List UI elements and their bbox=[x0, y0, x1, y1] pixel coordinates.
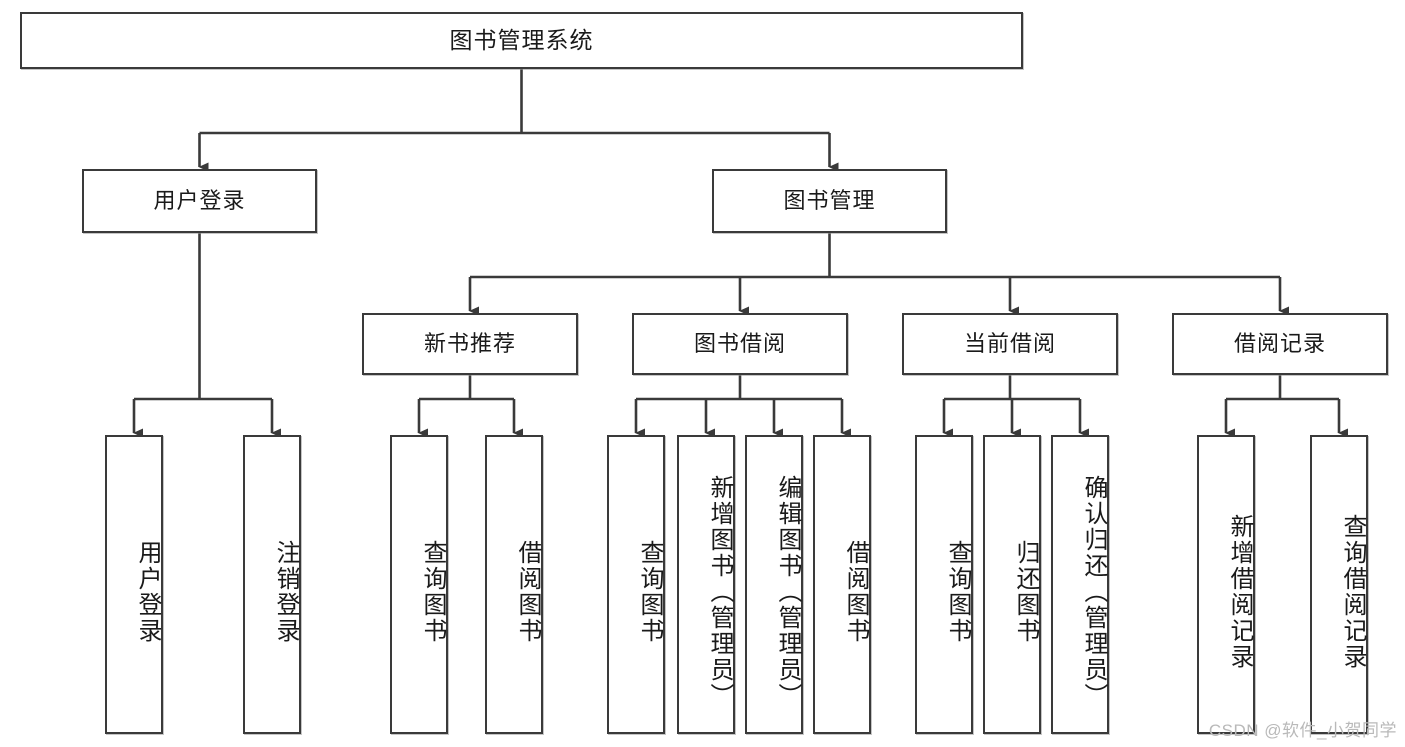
node-leaf-query-book-borrow[interactable]: 查询图书 bbox=[607, 435, 665, 734]
node-book-management[interactable]: 图书管理 bbox=[712, 169, 947, 233]
node-label-leaf-borrow-book: 借阅图书 bbox=[842, 539, 869, 644]
node-label-new-book-recommend: 新书推荐 bbox=[423, 331, 516, 357]
node-new-book-recommend[interactable]: 新书推荐 bbox=[362, 313, 578, 375]
node-leaf-add-book[interactable]: 新增图书（管理员） bbox=[677, 435, 735, 734]
node-label-leaf-query-book-borrow: 查询图书 bbox=[636, 539, 663, 644]
node-label-borrow-record: 借阅记录 bbox=[1233, 331, 1326, 357]
node-label-root: 图书管理系统 bbox=[449, 26, 594, 53]
node-leaf-query-book-current[interactable]: 查询图书 bbox=[915, 435, 973, 734]
node-label-leaf-query-book-recommend: 查询图书 bbox=[419, 539, 446, 644]
node-leaf-borrow-book[interactable]: 借阅图书 bbox=[813, 435, 871, 734]
node-leaf-return-book[interactable]: 归还图书 bbox=[983, 435, 1041, 734]
node-label-leaf-query-book-current: 查询图书 bbox=[944, 539, 971, 644]
node-leaf-query-borrow-record[interactable]: 查询借阅记录 bbox=[1310, 435, 1368, 734]
node-borrow-record[interactable]: 借阅记录 bbox=[1172, 313, 1388, 375]
node-leaf-query-book-recommend[interactable]: 查询图书 bbox=[390, 435, 448, 734]
node-leaf-logout[interactable]: 注销登录 bbox=[243, 435, 301, 734]
node-label-book-management: 图书管理 bbox=[783, 188, 876, 214]
node-label-leaf-add-borrow-record: 新增借阅记录 bbox=[1226, 513, 1253, 670]
node-label-leaf-query-borrow-record: 查询借阅记录 bbox=[1339, 513, 1366, 670]
node-root[interactable]: 图书管理系统 bbox=[20, 12, 1023, 69]
node-label-leaf-edit-book: 编辑图书（管理员） bbox=[774, 474, 801, 709]
node-book-borrow[interactable]: 图书借阅 bbox=[632, 313, 848, 375]
node-leaf-user-login[interactable]: 用户登录 bbox=[105, 435, 163, 734]
node-label-user-login: 用户登录 bbox=[153, 188, 246, 214]
node-leaf-confirm-return[interactable]: 确认归还（管理员） bbox=[1051, 435, 1109, 734]
node-label-leaf-borrow-book-recommend: 借阅图书 bbox=[514, 539, 541, 644]
node-current-borrow[interactable]: 当前借阅 bbox=[902, 313, 1118, 375]
node-label-leaf-confirm-return: 确认归还（管理员） bbox=[1080, 474, 1107, 709]
node-label-leaf-add-book: 新增图书（管理员） bbox=[706, 474, 733, 709]
node-label-book-borrow: 图书借阅 bbox=[693, 331, 786, 357]
watermark: CSDN @软件_小贺同学 bbox=[1208, 721, 1397, 740]
node-label-leaf-logout: 注销登录 bbox=[272, 539, 299, 644]
node-leaf-edit-book[interactable]: 编辑图书（管理员） bbox=[745, 435, 803, 734]
node-label-leaf-user-login: 用户登录 bbox=[134, 539, 161, 644]
node-leaf-borrow-book-recommend[interactable]: 借阅图书 bbox=[485, 435, 543, 734]
node-leaf-add-borrow-record[interactable]: 新增借阅记录 bbox=[1197, 435, 1255, 734]
node-label-leaf-return-book: 归还图书 bbox=[1012, 539, 1039, 644]
node-user-login[interactable]: 用户登录 bbox=[82, 169, 317, 233]
node-label-current-borrow: 当前借阅 bbox=[963, 331, 1056, 357]
